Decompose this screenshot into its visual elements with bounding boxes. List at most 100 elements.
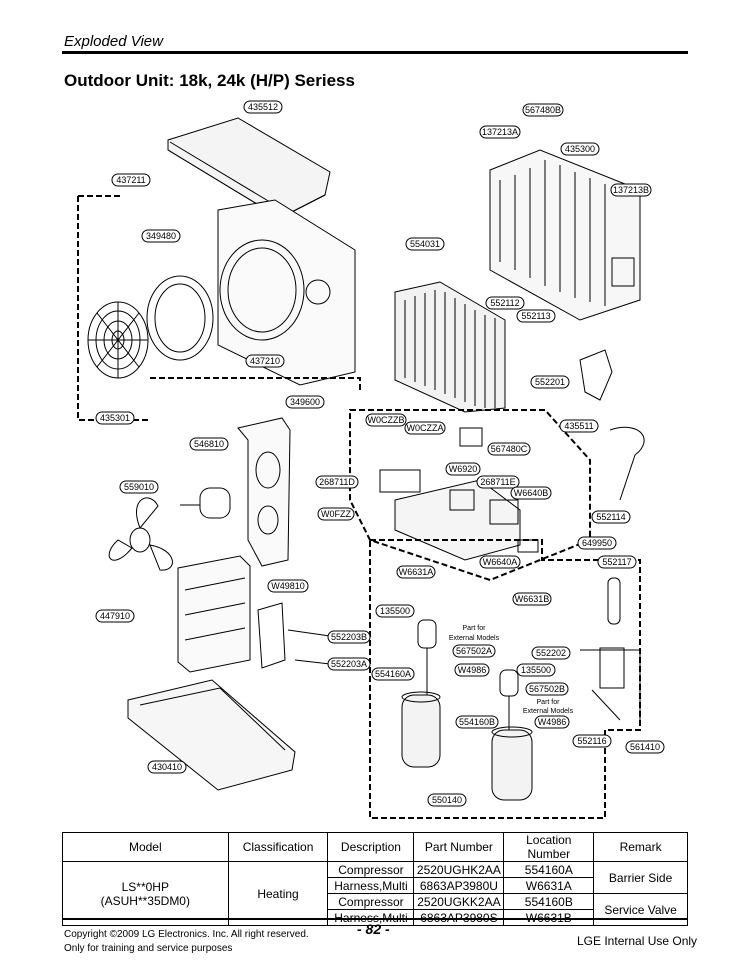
parts-table: Model Classification Description Part Nu… (62, 832, 688, 926)
header-model: Model (62, 832, 229, 862)
partition-drawing (177, 555, 251, 673)
location-cell: W6631B (503, 909, 595, 926)
fan-guard-drawing (87, 301, 149, 379)
svg-text:552116: 552116 (577, 736, 606, 746)
callout-437211: 437211 (111, 173, 151, 187)
base-pan-drawing (127, 679, 296, 791)
svg-text:447910: 447910 (100, 611, 130, 621)
callout-554160A: 554160A (371, 667, 415, 681)
note-external-b-line2: External Models (523, 708, 574, 715)
orifice-ring-drawing (146, 275, 214, 361)
svg-text:435300: 435300 (565, 144, 595, 154)
note-external-a-line1: Part for (463, 625, 487, 632)
svg-text:435511: 435511 (564, 421, 593, 431)
svg-text:552114: 552114 (596, 512, 625, 522)
svg-text:552201: 552201 (535, 377, 565, 387)
svg-text:349480: 349480 (146, 231, 176, 241)
callout-554160B: 554160B (455, 715, 499, 729)
page-number: - 82 - (357, 921, 390, 937)
callout-135500-a: 135500 (375, 604, 415, 618)
location-cell: W6631A (503, 877, 595, 894)
rear-panel-drawing (489, 149, 641, 321)
header-classification: Classification (227, 832, 329, 862)
svg-text:552117: 552117 (602, 557, 631, 567)
svg-text:137213A: 137213A (482, 127, 518, 137)
remark-cell: Service Valve (593, 893, 688, 926)
note-external-b-line1: Part for (537, 699, 561, 706)
table-row: LS**0HP (ASUH**35DM0) Heating Compressor… (62, 861, 688, 926)
callout-W4986-a: W4986 (454, 663, 490, 677)
part-number-cell: 2520UGKK2AA (413, 893, 505, 910)
callout-567502A: 567502A (452, 644, 496, 658)
svg-text:430410: 430410 (152, 762, 182, 772)
svg-text:552203A: 552203A (331, 659, 367, 669)
callout-552201: 552201 (530, 375, 570, 389)
page-title: Outdoor Unit: 18k, 24k (H/P) Seriess (64, 71, 355, 90)
fan-propeller-drawing (108, 497, 173, 571)
classification-cell: Heating (227, 861, 329, 926)
svg-text:567502B: 567502B (529, 684, 565, 694)
svg-text:567480C: 567480C (491, 444, 528, 454)
svg-text:W6920: W6920 (449, 464, 478, 474)
svg-text:554160B: 554160B (459, 717, 495, 727)
condenser-coil-drawing (394, 281, 506, 413)
svg-text:546810: 546810 (194, 439, 224, 449)
callout-550140: 550140 (427, 793, 467, 807)
svg-text:W6640B: W6640B (514, 488, 549, 498)
section-title: Exploded View (64, 33, 163, 50)
model-line2: (ASUH**35DM0) (100, 893, 190, 908)
part-number-cell: 2520UGHK2AA (413, 861, 505, 878)
callout-W49810: W49810 (267, 579, 309, 593)
svg-text:649950: 649950 (582, 538, 612, 548)
header-location-number: Location Number (503, 832, 595, 862)
callout-552116: 552116 (572, 734, 612, 748)
top-cover-drawing (167, 117, 331, 219)
svg-text:554031: 554031 (410, 239, 440, 249)
remark-cell: Barrier Side (593, 861, 688, 894)
header-remark: Remark (593, 832, 688, 862)
callout-W4986-b: W4986 (534, 715, 570, 729)
svg-text:W0CZZB: W0CZZB (368, 415, 405, 425)
compressor-b-drawing (491, 669, 533, 801)
callout-268711E: 268711E (476, 475, 520, 489)
motor-bracket-drawing (237, 417, 291, 567)
svg-text:268711E: 268711E (480, 477, 515, 487)
callout-552203A: 552203A (327, 657, 371, 671)
model-line1: LS**0HP (121, 879, 169, 894)
callout-554031: 554031 (405, 237, 445, 251)
svg-text:552112: 552112 (490, 298, 519, 308)
exploded-view-diagram: 435512 567480B 137213A 435300 437211 137… (77, 100, 665, 819)
table-row: Compressor 2520UGKK2AA 554160B Service V… (63, 893, 688, 926)
svg-text:135500: 135500 (380, 606, 410, 616)
callout-W6631A: W6631A (396, 565, 436, 579)
note-external-a-line2: External Models (449, 635, 500, 642)
callout-567480C: 567480C (487, 442, 531, 456)
callout-430410: 430410 (147, 760, 187, 774)
header-part-number: Part Number (413, 832, 505, 862)
svg-text:W0CZZA: W0CZZA (407, 423, 444, 433)
svg-text:W4986: W4986 (538, 717, 567, 727)
svg-text:552203B: 552203B (331, 632, 367, 642)
svg-text:435301: 435301 (100, 413, 130, 423)
table-row: Harness,Multi 6863AP3980S W6631B (63, 909, 688, 926)
callout-435300: 435300 (560, 142, 600, 156)
svg-text:349600: 349600 (290, 397, 320, 407)
callout-437210: 437210 (245, 354, 285, 368)
callout-567480B: 567480B (522, 103, 564, 117)
svg-text:135500: 135500 (521, 665, 551, 675)
footer-rule (62, 918, 688, 920)
callout-552112: 552112 (485, 296, 525, 310)
svg-text:552113: 552113 (521, 311, 550, 321)
callout-137213B: 137213B (610, 183, 652, 197)
svg-text:W49810: W49810 (271, 581, 305, 591)
svg-text:W4986: W4986 (458, 665, 487, 675)
callout-552203B: 552203B (327, 630, 371, 644)
callout-135500-b: 135500 (516, 663, 556, 677)
callout-559010: 559010 (119, 480, 159, 494)
callout-W0FZZ: W0FZZ (317, 507, 355, 521)
callout-W0CZZA: W0CZZA (404, 421, 446, 435)
copyright-line1: Copyright ©2009 LG Electronics. Inc. All… (64, 929, 309, 940)
callout-552202: 552202 (531, 646, 571, 660)
reversing-valve-drawing (580, 647, 641, 725)
description-cell: Compressor (327, 861, 415, 878)
